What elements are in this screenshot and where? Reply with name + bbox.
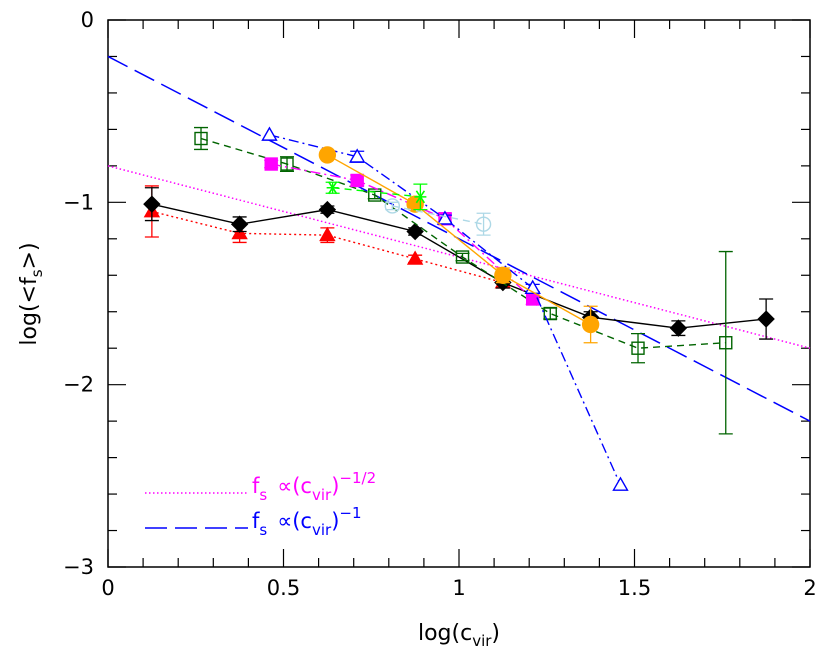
series-line bbox=[332, 187, 421, 198]
series-group bbox=[194, 126, 733, 435]
data-point bbox=[194, 131, 208, 146]
y-tick-label: −1 bbox=[63, 190, 94, 214]
data-point bbox=[264, 157, 278, 171]
data-point bbox=[543, 306, 557, 321]
error-bar bbox=[455, 252, 470, 262]
data-point bbox=[326, 181, 339, 195]
series-line bbox=[151, 203, 767, 329]
series-group bbox=[261, 126, 629, 491]
data-point bbox=[475, 216, 492, 232]
y-axis-title: log(<fs>) bbox=[17, 242, 46, 345]
data-point bbox=[318, 146, 337, 164]
data-point bbox=[318, 200, 337, 219]
data-point bbox=[406, 222, 424, 241]
error-bar bbox=[385, 201, 400, 211]
data-point bbox=[350, 173, 364, 188]
series-line bbox=[392, 205, 484, 225]
legend: fs∝(cvir)−1/2 fs∝(cvir)−1 bbox=[145, 469, 376, 539]
x-tick-label: 1 bbox=[452, 576, 465, 600]
reference-lines bbox=[107, 55, 811, 422]
data-point bbox=[368, 188, 382, 202]
data-point bbox=[719, 336, 733, 350]
y-tick-label: −3 bbox=[63, 555, 94, 579]
series-line bbox=[271, 163, 534, 300]
y-tick-label: 0 bbox=[81, 8, 94, 32]
data-point bbox=[494, 266, 512, 284]
legend-label-inverse: fs∝(cvir)−1 bbox=[252, 504, 362, 539]
data-point bbox=[349, 148, 366, 163]
series-line bbox=[327, 154, 591, 326]
reference-line bbox=[107, 165, 811, 349]
error-bar bbox=[194, 126, 209, 151]
data-point bbox=[261, 126, 278, 141]
x-tick-label: 0.5 bbox=[267, 576, 300, 600]
data-point bbox=[757, 310, 775, 328]
data-point bbox=[455, 250, 470, 264]
data-point bbox=[669, 319, 688, 337]
tick-labels: 0 0.5 1 1.5 2 0 −1 −2 −3 bbox=[63, 8, 817, 600]
series-group bbox=[318, 146, 600, 344]
data-point bbox=[612, 476, 629, 491]
data-point bbox=[230, 215, 249, 233]
data-point bbox=[384, 198, 401, 214]
x-tick-label: 0 bbox=[101, 576, 114, 600]
plot-frame bbox=[107, 19, 811, 568]
data-point bbox=[319, 226, 336, 242]
legend-label-sqrt: fs∝(cvir)−1/2 bbox=[252, 469, 376, 504]
error-bar bbox=[631, 332, 646, 364]
x-tick-label: 2 bbox=[803, 576, 816, 600]
data-point bbox=[581, 315, 600, 334]
axis-ticks bbox=[107, 19, 811, 568]
data-point bbox=[414, 190, 427, 204]
series-line bbox=[151, 210, 504, 284]
data-point bbox=[631, 341, 645, 355]
series-group bbox=[325, 181, 428, 211]
data-point bbox=[436, 210, 454, 225]
error-bar bbox=[280, 156, 295, 172]
y-tick-label: −2 bbox=[63, 373, 94, 397]
data-point bbox=[406, 250, 424, 265]
x-tick-label: 1.5 bbox=[618, 576, 651, 600]
series-line bbox=[269, 134, 622, 486]
data-series bbox=[143, 126, 775, 491]
series-group bbox=[384, 198, 492, 236]
x-axis-title: log(cvir) bbox=[418, 621, 500, 650]
error-bar bbox=[718, 250, 733, 435]
reference-line bbox=[107, 55, 811, 422]
data-point bbox=[143, 195, 161, 213]
data-point bbox=[280, 157, 294, 171]
